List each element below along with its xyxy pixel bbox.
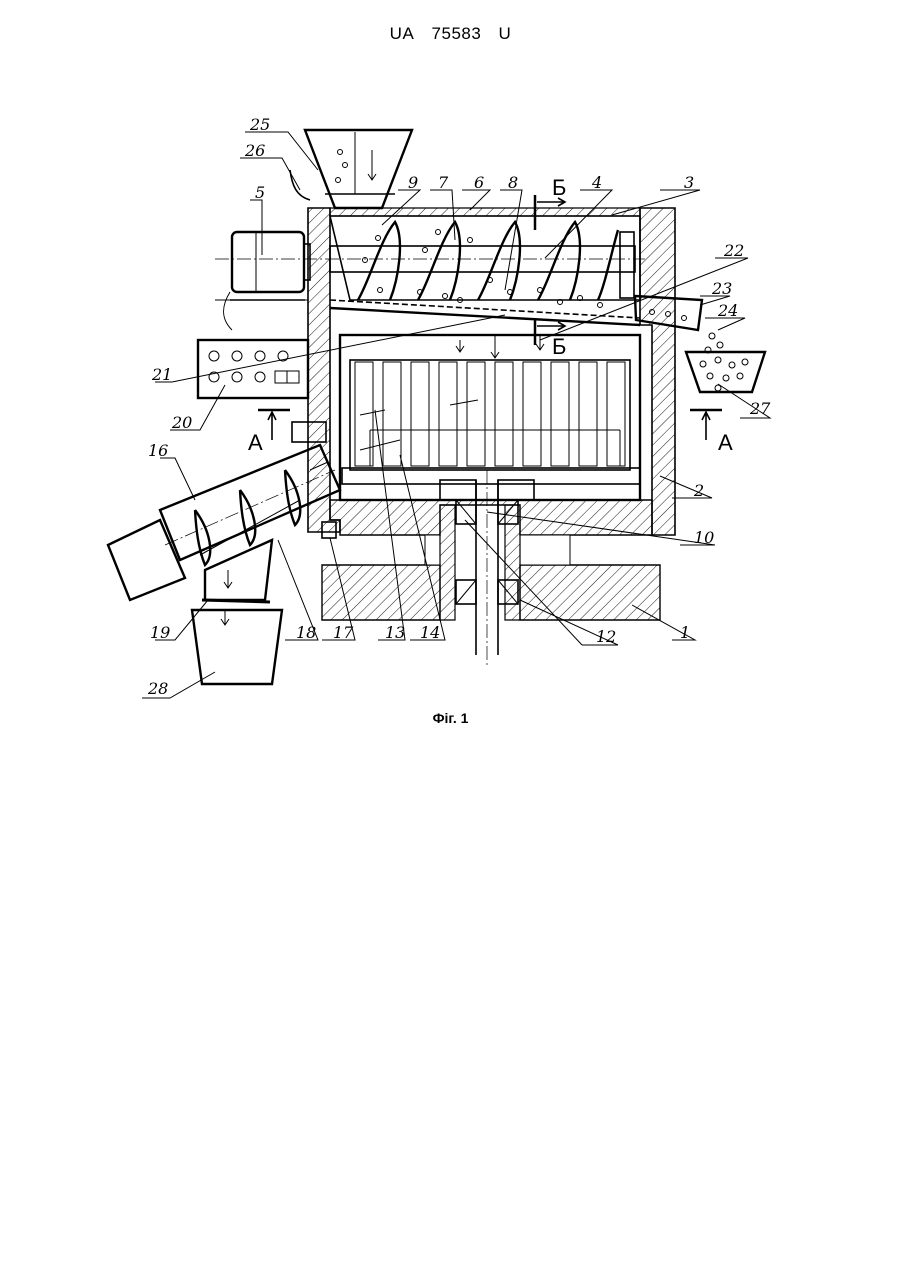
callout-10: 10 — [694, 528, 714, 547]
callout-16: 16 — [148, 441, 168, 460]
callout-7: 7 — [438, 173, 449, 192]
callout-22: 22 — [723, 241, 744, 260]
figure-caption: Фіг. 1 — [0, 710, 901, 726]
control-panel — [198, 340, 308, 398]
callout-25: 25 — [249, 115, 270, 134]
callout-2: 2 — [693, 481, 704, 500]
callout-19: 19 — [150, 623, 170, 642]
callout-26: 26 — [244, 141, 265, 160]
callout-3: 3 — [684, 173, 694, 192]
callout-1: 1 — [680, 623, 690, 642]
callout-4: 4 — [591, 173, 602, 192]
callout-12: 12 — [596, 627, 616, 646]
section-b-bottom: Б — [552, 334, 566, 359]
callout-8: 8 — [508, 173, 518, 192]
rotor-drum — [340, 335, 640, 500]
callout-28: 28 — [147, 679, 168, 698]
callout-9: 9 — [408, 173, 418, 192]
callout-13: 13 — [385, 623, 405, 642]
callout-5: 5 — [255, 183, 265, 202]
callout-23: 23 — [711, 279, 732, 298]
collector-right — [686, 352, 765, 392]
section-a-left: А — [248, 430, 263, 455]
section-b-top: Б — [552, 175, 566, 200]
callout-24: 24 — [717, 301, 738, 320]
callout-18: 18 — [296, 623, 316, 642]
feed-hopper — [290, 130, 412, 208]
callout-6: 6 — [474, 173, 484, 192]
collector-bottom — [192, 610, 282, 684]
callout-21: 21 — [151, 365, 172, 384]
callout-27: 27 — [749, 399, 771, 418]
inclined-screw-conveyor — [108, 422, 340, 602]
callout-17: 17 — [333, 623, 354, 642]
callout-20: 20 — [171, 413, 192, 432]
callout-14: 14 — [420, 623, 440, 642]
section-a-right: А — [718, 430, 733, 455]
rotor-blades — [355, 362, 625, 466]
